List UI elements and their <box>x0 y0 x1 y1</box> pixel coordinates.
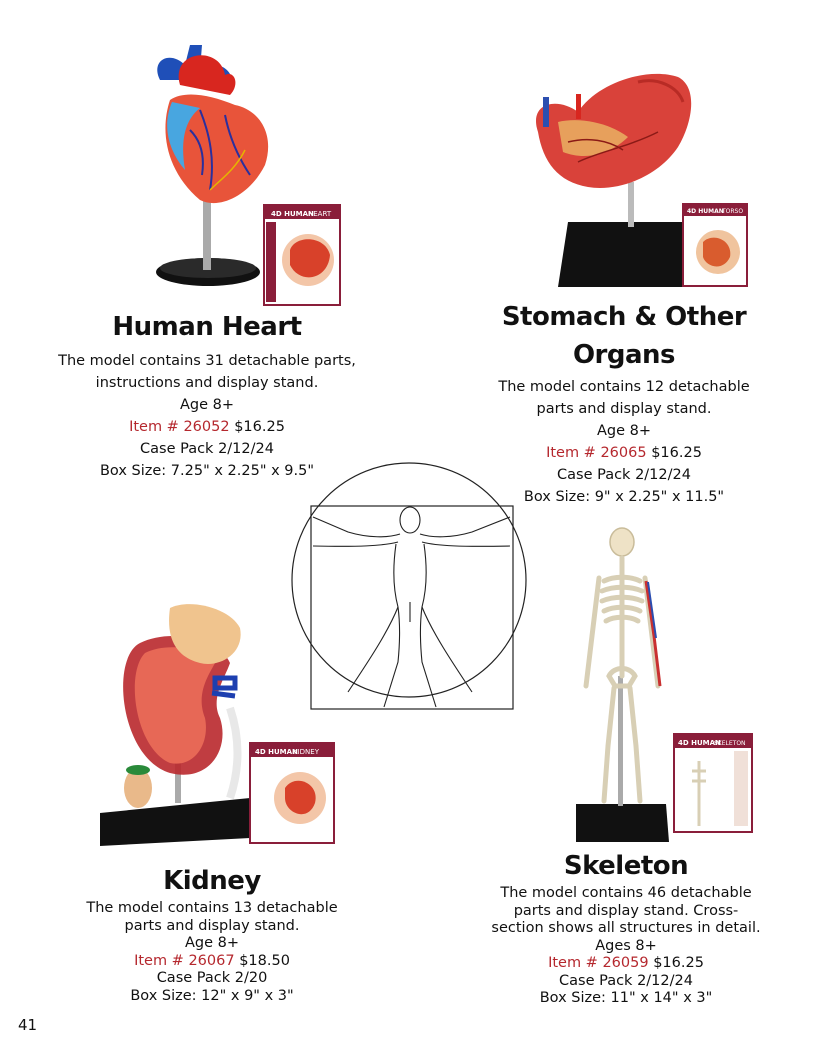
description-line: The model contains 31 detachable parts, <box>58 353 356 369</box>
item-row: Item # 26052 $16.25 <box>40 416 374 438</box>
case-pack: Case Pack 2/20 <box>156 970 268 986</box>
item-number: Item # 26059 <box>548 955 649 971</box>
stomach-section: Stomach & Other Organs The model contain… <box>456 298 792 508</box>
skeleton-box-brand: 4D HUMAN <box>678 739 721 747</box>
box-size: Box Size: 9" x 2.25" x 11.5" <box>523 489 725 505</box>
product-title: Kidney <box>163 866 261 896</box>
description-line: parts and display stand. Cross- <box>513 902 739 919</box>
description-line: instructions and display stand. <box>95 375 319 391</box>
heart-box-image: 4D HUMAN HEART <box>263 204 341 306</box>
stomach-box-title: TORSO <box>721 208 743 215</box>
description-line: The model contains 12 detachable <box>498 379 750 395</box>
product-title-line-2: Organs <box>572 340 676 370</box>
item-row: Item # 26067 $18.50 <box>42 953 382 971</box>
box-size: Box Size: 12" x 9" x 3" <box>130 987 294 1004</box>
skeleton-section: Skeleton The model contains 46 detachabl… <box>474 847 778 1008</box>
kidney-box-brand: 4D HUMAN <box>255 748 298 756</box>
description-line: The model contains 46 detachable <box>500 885 752 901</box>
skeleton-box-image: 4D HUMAN SKELETON <box>673 733 753 833</box>
product-title: Human Heart <box>112 312 302 342</box>
human-heart-section: Human Heart The model contains 31 detach… <box>40 308 374 482</box>
box-size: Box Size: 7.25" x 2.25" x 9.5" <box>99 463 315 479</box>
page-number: 41 <box>18 1016 38 1034</box>
kidney-box-image: 4D HUMAN KIDNEY <box>249 742 335 844</box>
product-title-line-1: Stomach & Other <box>501 302 747 332</box>
kidney-model-image: 4D HUMAN KIDNEY <box>100 604 335 846</box>
item-row: Item # 26065 $16.25 <box>456 442 792 464</box>
item-number: Item # 26067 <box>134 952 235 969</box>
product-title: Skeleton <box>563 851 689 881</box>
item-number: Item # 26052 <box>129 419 230 435</box>
skeleton-model-image: 4D HUMAN SKELETON <box>576 527 753 842</box>
kidney-box-title: KIDNEY <box>293 748 320 756</box>
description-line: parts and display stand. <box>124 917 300 934</box>
vitruvian-man-illustration <box>291 462 527 710</box>
heart-box-title: HEART <box>308 210 332 218</box>
skeleton-box-title: SKELETON <box>714 740 746 747</box>
price: $16.25 <box>653 955 704 971</box>
item-number: Item # 26065 <box>546 445 647 461</box>
item-row: Item # 26059 $16.25 <box>474 955 778 973</box>
price: $18.50 <box>239 952 290 969</box>
age-text: Age 8+ <box>179 397 235 413</box>
age-text: Age 8+ <box>596 423 652 439</box>
heart-box-brand: 4D HUMAN <box>271 210 314 218</box>
price: $16.25 <box>234 419 285 435</box>
stomach-model-image: 4D HUMAN TORSO <box>536 73 748 287</box>
case-pack: Case Pack 2/12/24 <box>140 441 274 457</box>
case-pack: Case Pack 2/12/24 <box>557 467 691 483</box>
heart-model-image: 4D HUMAN HEART <box>156 45 341 306</box>
box-size: Box Size: 11" x 14" x 3" <box>539 990 713 1006</box>
description-line: The model contains 13 detachable <box>86 900 338 916</box>
price: $16.25 <box>651 445 702 461</box>
description-line: parts and display stand. <box>536 401 712 417</box>
stomach-box-image: 4D HUMAN TORSO <box>682 203 748 287</box>
stomach-box-brand: 4D HUMAN <box>687 208 724 215</box>
age-text: Age 8+ <box>184 935 240 951</box>
case-pack: Case Pack 2/12/24 <box>559 972 693 989</box>
kidney-section: Kidney The model contains 13 detachable … <box>42 862 382 1005</box>
age-text: Ages 8+ <box>595 937 657 954</box>
description-line: section shows all structures in detail. <box>491 920 761 936</box>
